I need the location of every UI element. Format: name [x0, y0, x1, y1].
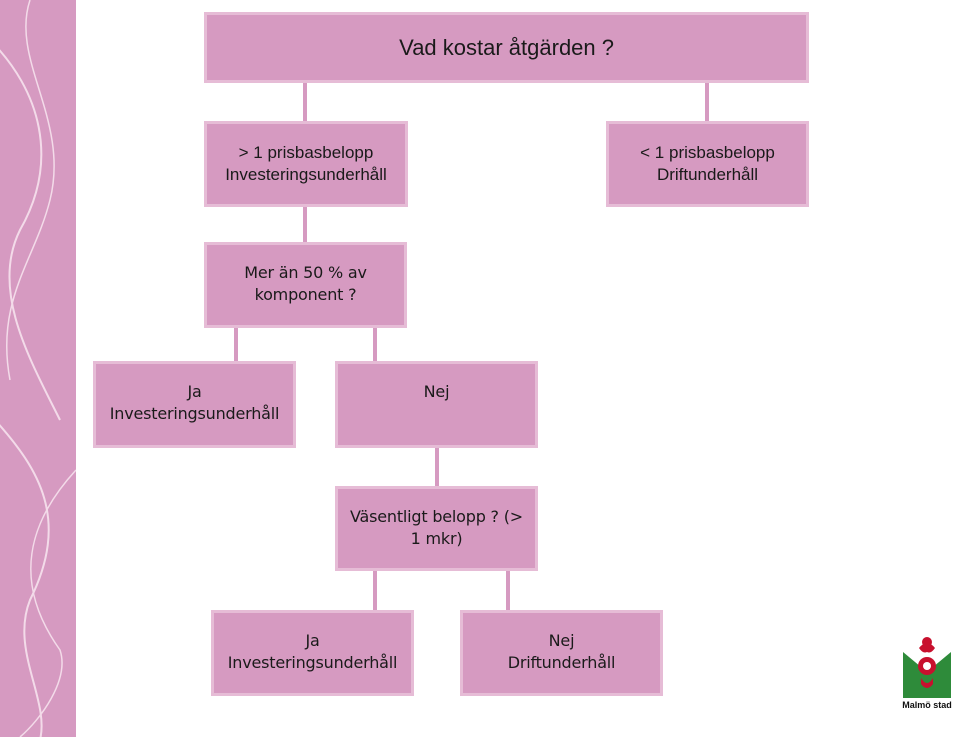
sidebar-swirl-lines — [0, 0, 76, 737]
node-over-50-text: Mer än 50 % av komponent ? — [244, 263, 367, 304]
connector-title-right — [705, 82, 709, 121]
node-over-base-text: > 1 prisbasbelopp Investeringsunderhåll — [225, 143, 387, 184]
malmo-stad-logo: Malmö stad — [897, 632, 957, 712]
malmo-crest-icon — [903, 637, 951, 698]
node-significant: Väsentligt belopp ? (> 1 mkr) — [335, 486, 538, 571]
node-no-2: Nej Driftunderhåll — [460, 610, 663, 696]
node-no-2-text: Nej Driftunderhåll — [507, 631, 616, 672]
node-yes-2-text: Ja Investeringsunderhåll — [227, 631, 398, 672]
node-significant-text: Väsentligt belopp ? (> 1 mkr) — [350, 507, 523, 548]
node-yes-1-text: Ja Investeringsunderhåll — [109, 382, 280, 423]
node-under-base-text: < 1 prisbasbelopp Driftunderhåll — [640, 143, 775, 184]
node-no-1: Nej — [335, 361, 538, 448]
title-text: Vad kostar åtgärden ? — [399, 35, 614, 60]
node-yes-2: Ja Investeringsunderhåll — [211, 610, 414, 696]
connector-title-left — [303, 82, 307, 121]
logo-text: Malmö stad — [902, 700, 952, 710]
decorative-sidebar — [0, 0, 76, 737]
node-under-base: < 1 prisbasbelopp Driftunderhåll — [606, 121, 809, 207]
connector-significant-to-yes-2 — [373, 570, 377, 610]
connector-over-50-to-no-1 — [373, 327, 377, 361]
connector-no-1-to-significant — [435, 447, 439, 486]
connector-over-base-to-over-50 — [303, 206, 307, 242]
connector-over-50-to-yes-1 — [234, 327, 238, 361]
title-box: Vad kostar åtgärden ? — [204, 12, 809, 83]
node-over-base: > 1 prisbasbelopp Investeringsunderhåll — [204, 121, 408, 207]
connector-significant-to-no-2 — [506, 570, 510, 610]
node-over-50: Mer än 50 % av komponent ? — [204, 242, 407, 328]
node-no-1-text: Nej — [423, 382, 450, 401]
node-yes-1: Ja Investeringsunderhåll — [93, 361, 296, 448]
